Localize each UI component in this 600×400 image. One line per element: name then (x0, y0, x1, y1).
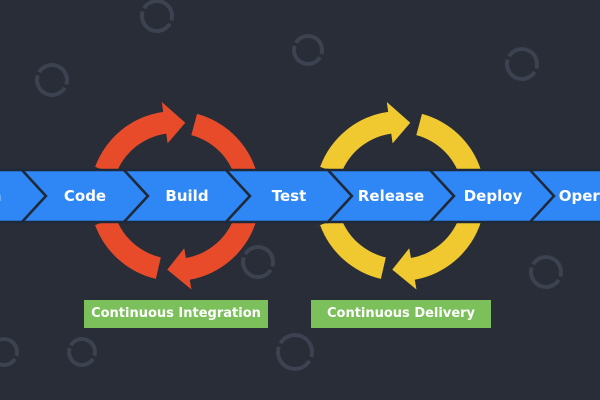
stage-deploy: Deploy (427, 168, 558, 224)
stage-release: Release (325, 168, 456, 224)
ci-badge: Continuous Integration (84, 300, 268, 328)
refresh-icon (67, 337, 97, 367)
loop-arrow-top-right (191, 113, 266, 180)
stage-operate: Operate (527, 168, 600, 224)
refresh-icon (140, 0, 174, 33)
background-decor (0, 0, 563, 371)
refresh-icon (292, 34, 324, 66)
loop-arrow-top-left (320, 102, 411, 175)
loop-arrow-top-left (95, 102, 186, 175)
stage-label: Plan (0, 187, 1, 205)
refresh-icon (505, 47, 539, 81)
loop-arrow-bottom-right (167, 215, 256, 290)
cd-loop (310, 102, 491, 290)
cd-badge: Continuous Delivery (311, 300, 491, 328)
ci-loop (85, 102, 266, 290)
stage-chevron (527, 168, 600, 224)
stage-label: Deploy (464, 187, 523, 205)
loop-arrow-bottom-left (85, 214, 161, 279)
feedback-loops (85, 102, 491, 290)
stage-label: Operate (559, 187, 600, 205)
refresh-icon (276, 333, 314, 371)
refresh-icon (241, 245, 275, 279)
loop-arrow-bottom-right (392, 215, 481, 290)
stage-label: Build (165, 187, 208, 205)
loop-arrow-top-right (416, 113, 491, 180)
stage-label: Release (358, 187, 424, 205)
refresh-icon (0, 337, 19, 367)
stage-label: Code (64, 187, 106, 205)
refresh-icon (529, 255, 563, 289)
loop-arrow-bottom-left (310, 214, 386, 279)
stage-label: Test (272, 187, 307, 205)
pipeline-band: Plan Code Build Test Release Deploy Operate (0, 168, 600, 224)
refresh-icon (35, 63, 69, 97)
